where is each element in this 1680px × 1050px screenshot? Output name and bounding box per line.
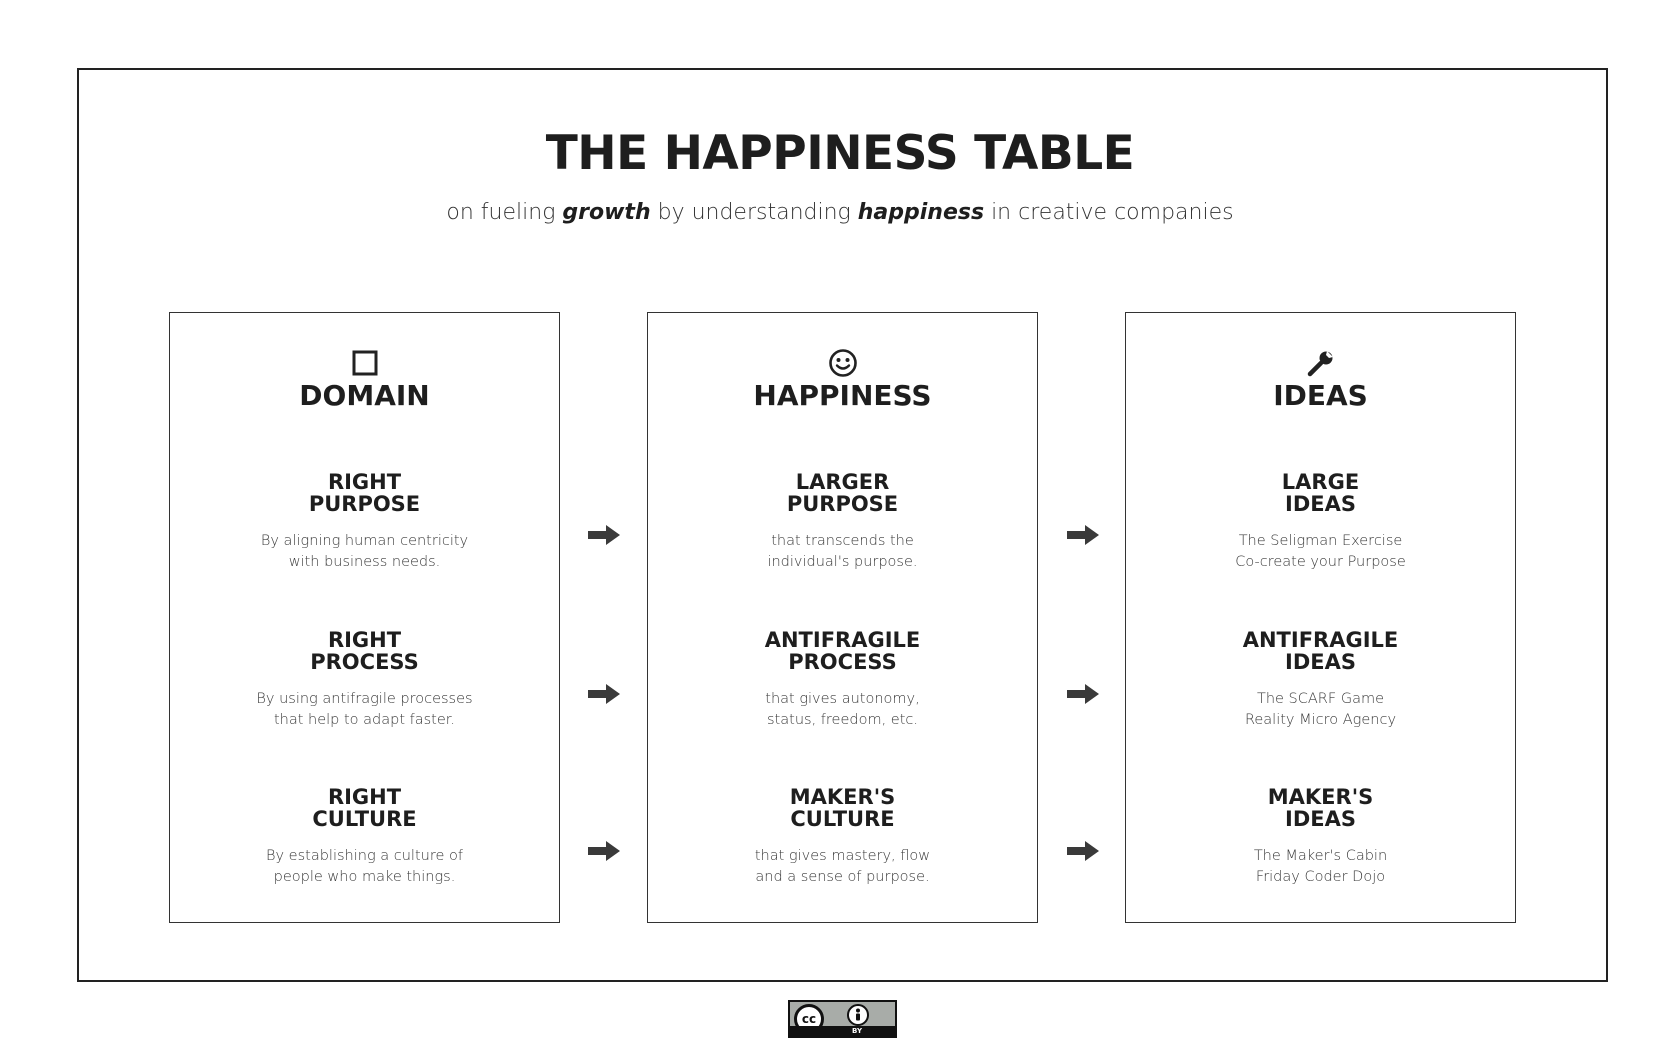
subtitle-text-3: in creative companies <box>984 200 1234 225</box>
description-line: status, freedom, etc. <box>767 712 918 728</box>
description-line: that transcends the <box>771 533 914 549</box>
description-line: Reality Micro Agency <box>1244 712 1397 728</box>
heading-line: IDEAS <box>1285 807 1356 831</box>
section-description: By using antifragile processes that help … <box>170 689 559 731</box>
heading-line: LARGE <box>1281 470 1360 494</box>
subtitle-text-1: on fueling <box>446 200 563 225</box>
diagram-frame <box>77 68 1608 982</box>
heading-line: CULTURE <box>790 807 895 831</box>
heading-line: PROCESS <box>788 650 897 674</box>
heading-line: LARGER <box>795 470 890 494</box>
description-line: Co-create your Purpose <box>1235 554 1406 570</box>
heading-line: IDEAS <box>1285 650 1356 674</box>
heading-line: MAKER'S <box>789 785 896 809</box>
heading-line: MAKER'S <box>1267 785 1374 809</box>
heading-line: ANTIFRAGILE <box>1242 628 1399 652</box>
page-subtitle: on fueling growth by understanding happi… <box>0 200 1680 225</box>
by-label: BY <box>790 1026 895 1036</box>
person-icon <box>847 1004 869 1026</box>
heading-line: CULTURE <box>312 807 417 831</box>
wrench-icon <box>1126 348 1515 378</box>
heading-line: RIGHT <box>327 470 402 494</box>
section-description: that transcends the individual's purpose. <box>648 531 1037 573</box>
description-line: people who make things. <box>273 869 456 885</box>
right-arrow-icon <box>588 684 620 704</box>
description-line: The Maker's Cabin <box>1253 848 1388 864</box>
description-line: individual's purpose. <box>767 554 918 570</box>
right-arrow-icon <box>1067 684 1099 704</box>
column-title: IDEAS <box>1273 379 1368 412</box>
section-description: By establishing a culture of people who m… <box>170 846 559 888</box>
subtitle-emphasis-happiness: happiness <box>857 200 985 225</box>
column-title: HAPPINESS <box>753 379 932 412</box>
column-title: DOMAIN <box>299 379 430 412</box>
description-line: with business needs. <box>288 554 441 570</box>
smiley-icon <box>648 348 1037 378</box>
description-line: By establishing a culture of <box>266 848 463 864</box>
right-arrow-icon <box>588 841 620 861</box>
description-line: that help to adapt faster. <box>273 712 456 728</box>
description-line: that gives autonomy, <box>765 691 920 707</box>
heading-line: PROCESS <box>310 650 419 674</box>
description-line: By using antifragile processes <box>256 691 473 707</box>
description-line: By aligning human centricity <box>260 533 469 549</box>
description-line: The Seligman Exercise <box>1238 533 1403 549</box>
heading-line: IDEAS <box>1285 492 1356 516</box>
heading-line: ANTIFRAGILE <box>764 628 921 652</box>
heading-line: RIGHT <box>327 628 402 652</box>
subtitle-text-2: by understanding <box>650 200 858 225</box>
heading-line: RIGHT <box>327 785 402 809</box>
subtitle-emphasis-growth: growth <box>562 200 651 225</box>
heading-line: PURPOSE <box>786 492 899 516</box>
section-description: By aligning human centricity with busines… <box>170 531 559 573</box>
description-line: Friday Coder Dojo <box>1255 869 1386 885</box>
right-arrow-icon <box>588 525 620 545</box>
heading-line: PURPOSE <box>308 492 421 516</box>
square-icon <box>170 348 559 378</box>
section-description: that gives mastery, flow and a sense of p… <box>648 846 1037 888</box>
right-arrow-icon <box>1067 525 1099 545</box>
page-title: THE HAPPINESS TABLE <box>545 126 1135 181</box>
section-description: that gives autonomy, status, freedom, etc… <box>648 689 1037 731</box>
description-line: The SCARF Game <box>1256 691 1385 707</box>
right-arrow-icon <box>1067 841 1099 861</box>
description-line: and a sense of purpose. <box>755 869 930 885</box>
description-line: that gives mastery, flow <box>754 848 931 864</box>
creative-commons-by-icon[interactable]: cc BY <box>788 1000 897 1038</box>
